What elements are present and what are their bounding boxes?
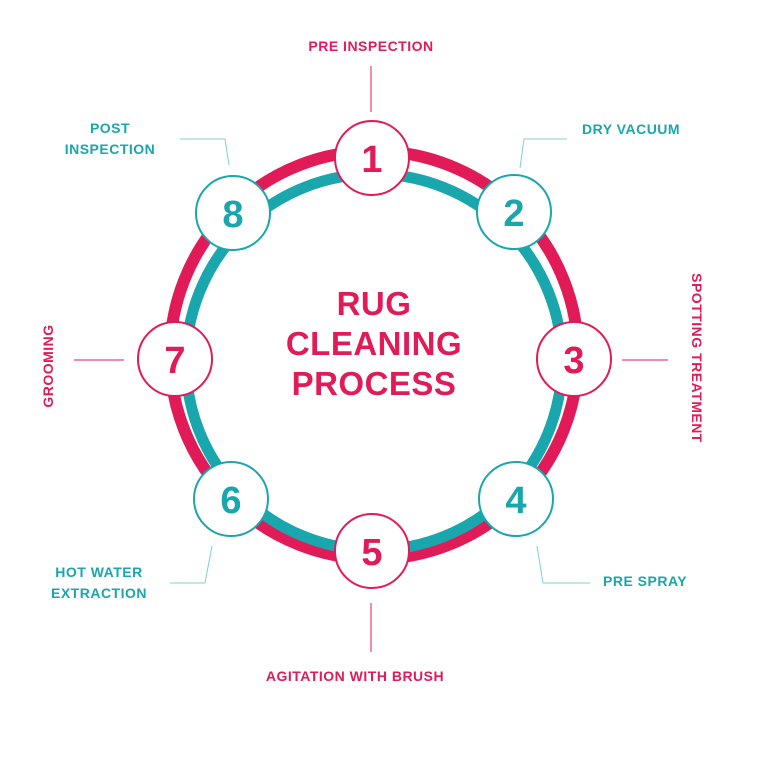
title-line-1: RUG [336, 285, 412, 322]
step-label-2: DRY VACUUM [582, 121, 681, 137]
step-label-4: PRE SPRAY [603, 573, 688, 589]
step-label-1: PRE INSPECTION [308, 38, 434, 54]
title-line-2: CLEANING [285, 325, 463, 362]
step-node-3: 3 [536, 321, 612, 397]
step-label-3: SPOTTING TREATMENT [689, 273, 705, 443]
step-node-4: 4 [478, 461, 554, 537]
step-label-5: AGITATION WITH BRUSH [265, 668, 445, 684]
connector-4 [536, 545, 590, 584]
connectors [74, 66, 668, 652]
diagram-title: RUG CLEANING PROCESS [234, 284, 514, 404]
step-node-7: 7 [137, 321, 213, 397]
step-label-8: POST INSPECTION [64, 120, 156, 157]
step-number-1: 1 [361, 139, 382, 181]
step-node-6: 6 [193, 461, 269, 537]
step-number-2: 2 [503, 193, 524, 235]
step-number-6: 6 [220, 480, 241, 522]
connector-8 [180, 138, 230, 166]
step-node-5: 5 [334, 513, 410, 589]
connector-2 [519, 138, 567, 169]
connector-6 [170, 545, 213, 584]
title-line-3: PROCESS [291, 365, 457, 402]
step-node-1: 1 [334, 120, 410, 196]
step-node-2: 2 [476, 174, 552, 250]
step-number-8: 8 [222, 194, 243, 236]
step-node-8: 8 [195, 175, 271, 251]
step-number-7: 7 [164, 340, 185, 382]
step-label-7: GROOMING [40, 324, 56, 408]
step-number-4: 4 [505, 480, 526, 522]
step-label-6: HOT WATER EXTRACTION [51, 564, 147, 601]
step-number-3: 3 [563, 340, 584, 382]
step-number-5: 5 [361, 532, 382, 574]
